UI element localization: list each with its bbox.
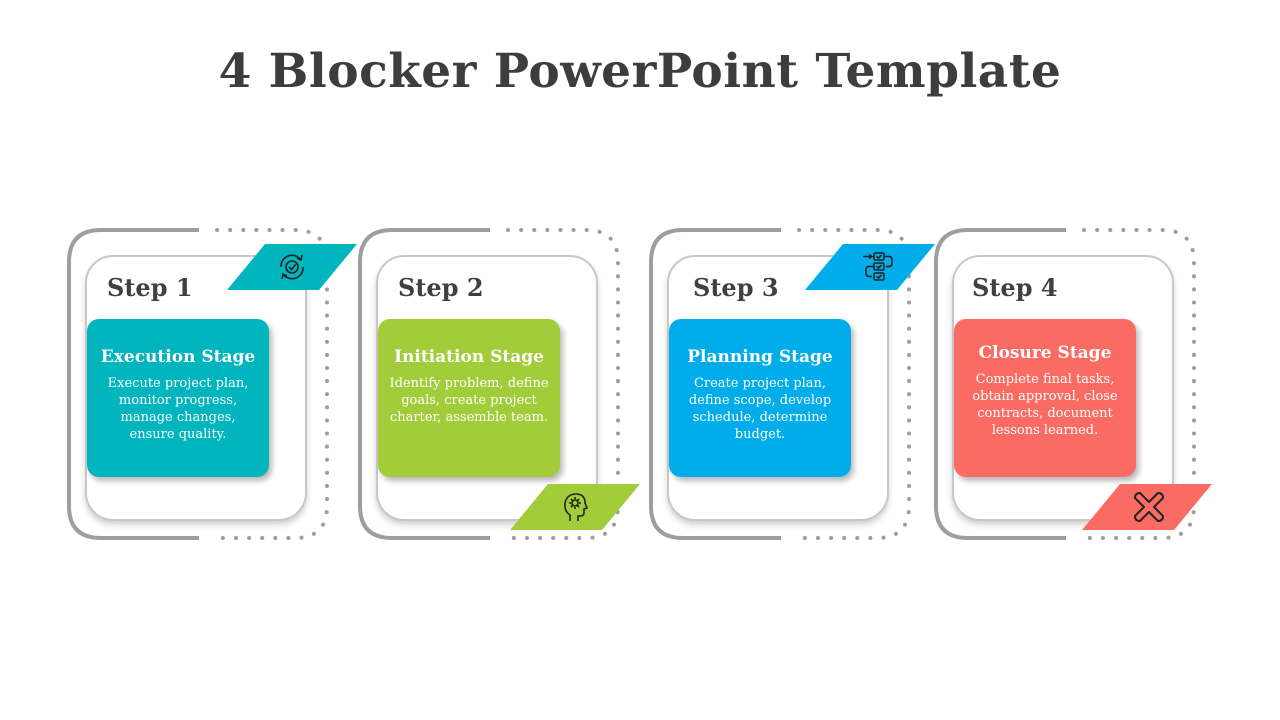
step-label: Step 1 [107,273,193,302]
step-card: Step 3 Planning Stage Create project pla… [667,255,889,521]
execution-stage-box: Execution Stage Execute project plan, mo… [87,319,269,477]
closure-stage-box: Closure Stage Complete final tasks, obta… [954,319,1136,477]
close-x-icon [1134,492,1164,522]
icon-tag [227,244,357,290]
page-title: 4 Blocker PowerPoint Template [218,44,1062,99]
stage-title: Execution Stage [100,347,256,367]
step-card: Step 1 Execution Stage Execute project p… [85,255,307,521]
step-label: Step 3 [693,273,779,302]
checklist-flow-icon [863,252,893,281]
block-frame [934,228,1196,540]
planning-stage-box: Planning Stage Create project plan, defi… [669,319,851,477]
step-block-3: Step 3 Planning Stage Create project pla… [649,228,939,540]
icon-tag [1082,484,1212,530]
step-card: Step 2 Initiation Stage Identify problem… [376,255,598,521]
head-gear-icon [564,493,589,521]
step-block-1: Step 1 Execution Stage Execute project p… [67,228,357,540]
stage-description: Create project plan, define scope, devel… [688,376,832,442]
stage-title: Planning Stage [687,347,833,367]
step-card: Step 4 Closure Stage Complete final task… [952,255,1174,521]
step-label: Step 2 [398,273,484,302]
stage-description: Execute project plan, monitor progress, … [107,376,249,442]
cycle-check-icon [280,254,304,280]
stage-title: Initiation Stage [394,347,544,367]
block-frame [358,228,620,540]
stage-description: Identify problem, define goals, create p… [389,376,549,425]
step-block-2: Step 2 Initiation Stage Identify problem… [358,228,648,540]
block-frame [67,228,329,540]
stage-title: Closure Stage [978,343,1112,363]
block-frame [649,228,911,540]
step-label: Step 4 [972,273,1058,302]
step-block-4: Step 4 Closure Stage Complete final task… [934,228,1224,540]
stage-description: Complete final tasks, obtain approval, c… [972,372,1118,438]
initiation-stage-box: Initiation Stage Identify problem, defin… [378,319,560,477]
